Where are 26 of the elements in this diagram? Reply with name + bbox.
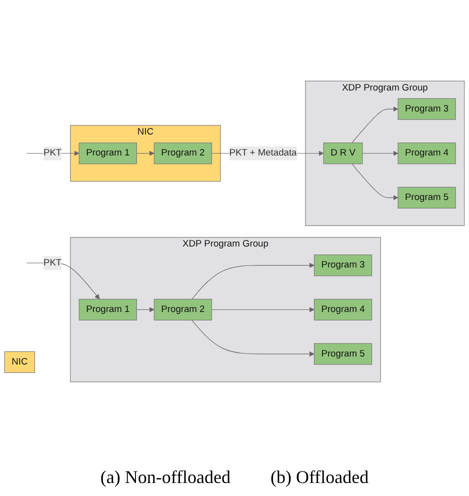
node-box: Program 5 <box>398 186 456 208</box>
arrow <box>352 164 398 200</box>
edge-label: PKT + Metadata <box>229 148 297 158</box>
edge-label: PKT <box>43 258 62 268</box>
arrow <box>352 106 398 144</box>
node-box: Program 1 <box>78 298 137 320</box>
node-box: Program 4 <box>314 298 372 320</box>
arrow <box>362 150 398 156</box>
node-box: Program 5 <box>314 343 372 365</box>
arrow <box>192 320 314 357</box>
arrow <box>136 307 154 312</box>
node-box: Program 3 <box>314 254 372 276</box>
caption: (b) Offloaded <box>270 467 369 488</box>
arrow <box>26 150 80 156</box>
edge-label: PKT <box>43 148 62 158</box>
node-box: D R V <box>323 142 363 164</box>
node-box: Program 3 <box>398 98 456 120</box>
node-box: Program 4 <box>398 142 456 164</box>
arrow <box>192 262 314 300</box>
arrow <box>211 307 314 312</box>
node-box: Program 2 <box>154 298 212 320</box>
node-box: Program 2 <box>154 142 212 164</box>
caption: (a) Non-offloaded <box>100 467 230 488</box>
node-box: NIC <box>4 351 36 373</box>
arrow <box>136 150 154 156</box>
node-box: Program 1 <box>78 142 137 164</box>
